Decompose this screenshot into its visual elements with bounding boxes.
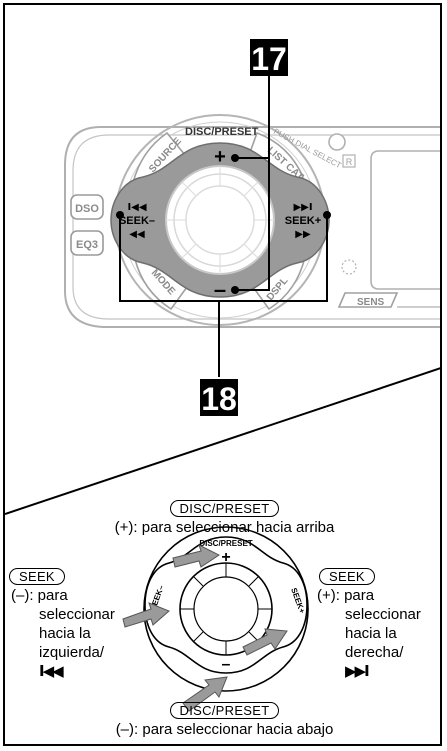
- down-caption-text: (–): para seleccionar hacia abajo: [115, 721, 334, 738]
- right-button-pill: SEEK: [319, 568, 375, 585]
- r-mark: R: [346, 157, 353, 167]
- sens-label: SENS: [357, 297, 385, 308]
- eq3-label: EQ3: [76, 239, 98, 251]
- display-window: [370, 150, 440, 290]
- seek-plus-label: SEEK+: [285, 215, 321, 227]
- small-dial-core: [193, 576, 259, 642]
- car-stereo-panel: DSO EQ3 SOURCE LIST CAT MODE DSPL: [64, 39, 440, 417]
- callout-dot-minus: [231, 286, 239, 294]
- callout-18: 18: [200, 379, 238, 417]
- down-button-pill: DISC/PRESET: [169, 702, 280, 719]
- dial-grip-lines: [166, 166, 274, 274]
- right-caption-line2: seleccionar: [345, 606, 421, 623]
- seek-plus-button[interactable]: ▶▶I SEEK+ ▶▶: [285, 202, 321, 240]
- callout-lines: [119, 76, 328, 377]
- callout-18-label: 18: [201, 381, 237, 417]
- rewind-glyph: ◀◀: [129, 229, 145, 240]
- callout-dot-plus: [231, 154, 239, 162]
- prev-glyph: I◀◀: [127, 202, 146, 213]
- right-caption-line3: hacia la: [345, 625, 397, 642]
- up-caption-text: (+): para seleccionar hacia arriba: [114, 519, 335, 536]
- seek-minus-button[interactable]: I◀◀ SEEK– ◀◀: [119, 202, 155, 240]
- callout-dot-seek-minus: [116, 211, 124, 219]
- minus-label: –: [214, 277, 226, 302]
- eq3-button[interactable]: EQ3: [70, 230, 104, 256]
- sensor-dot: [341, 259, 357, 275]
- right-caption-line4: derecha/: [345, 644, 404, 661]
- small-disc-preset-label: DISC/PRESET: [199, 539, 252, 548]
- sens-button[interactable]: SENS: [337, 292, 399, 308]
- small-minus-label: –: [222, 656, 231, 673]
- left-button-pill: SEEK: [9, 568, 65, 585]
- release-button[interactable]: [328, 133, 346, 151]
- arrow-up: [172, 544, 220, 568]
- figure-canvas: DSO EQ3 SOURCE LIST CAT MODE DSPL: [5, 39, 440, 712]
- right-caption-line1: (+): para: [317, 587, 375, 604]
- callout-17-label: 17: [251, 41, 287, 77]
- dso-button[interactable]: DSO: [70, 194, 104, 220]
- left-caption-line2: seleccionar: [39, 606, 115, 623]
- left-caption-line4: izquierda/: [39, 644, 105, 661]
- disc-preset-label: DISC/PRESET: [185, 126, 259, 138]
- arrow-right: [242, 628, 288, 656]
- down-caption: DISC/PRESET (–): para seleccionar hacia …: [5, 701, 440, 739]
- r-mark-box: [342, 154, 356, 168]
- plus-label: +: [214, 146, 226, 168]
- small-control-diagram: DISC/PRESET + – SEEK– SEEK+: [122, 526, 309, 712]
- next-glyph: ▶▶I: [293, 202, 312, 213]
- callout-dot-seek-plus: [323, 211, 331, 219]
- previous-track-symbol: I◀◀: [39, 662, 64, 680]
- up-caption: DISC/PRESET (+): para seleccionar hacia …: [5, 499, 440, 537]
- diagonal-divider: [5, 367, 440, 515]
- seek-minus-label: SEEK–: [119, 215, 155, 227]
- small-plus-label: +: [221, 549, 230, 566]
- left-caption-line1: (–): para: [11, 587, 68, 604]
- dso-label: DSO: [75, 203, 99, 215]
- left-caption: SEEK (–): para seleccionar hacia la izqu…: [9, 567, 115, 681]
- left-caption-line3: hacia la: [39, 625, 91, 642]
- callout-17: 17: [250, 39, 288, 77]
- up-button-pill: DISC/PRESET: [169, 500, 280, 517]
- right-caption: SEEK (+): para seleccionar hacia la dere…: [317, 567, 421, 681]
- arrow-left: [122, 602, 170, 628]
- next-track-symbol: ▶▶I: [345, 662, 370, 680]
- fast-forward-glyph: ▶▶: [295, 229, 311, 240]
- small-dial-grip: [180, 563, 272, 655]
- manual-figure-frame: DSO EQ3 SOURCE LIST CAT MODE DSPL: [3, 3, 442, 746]
